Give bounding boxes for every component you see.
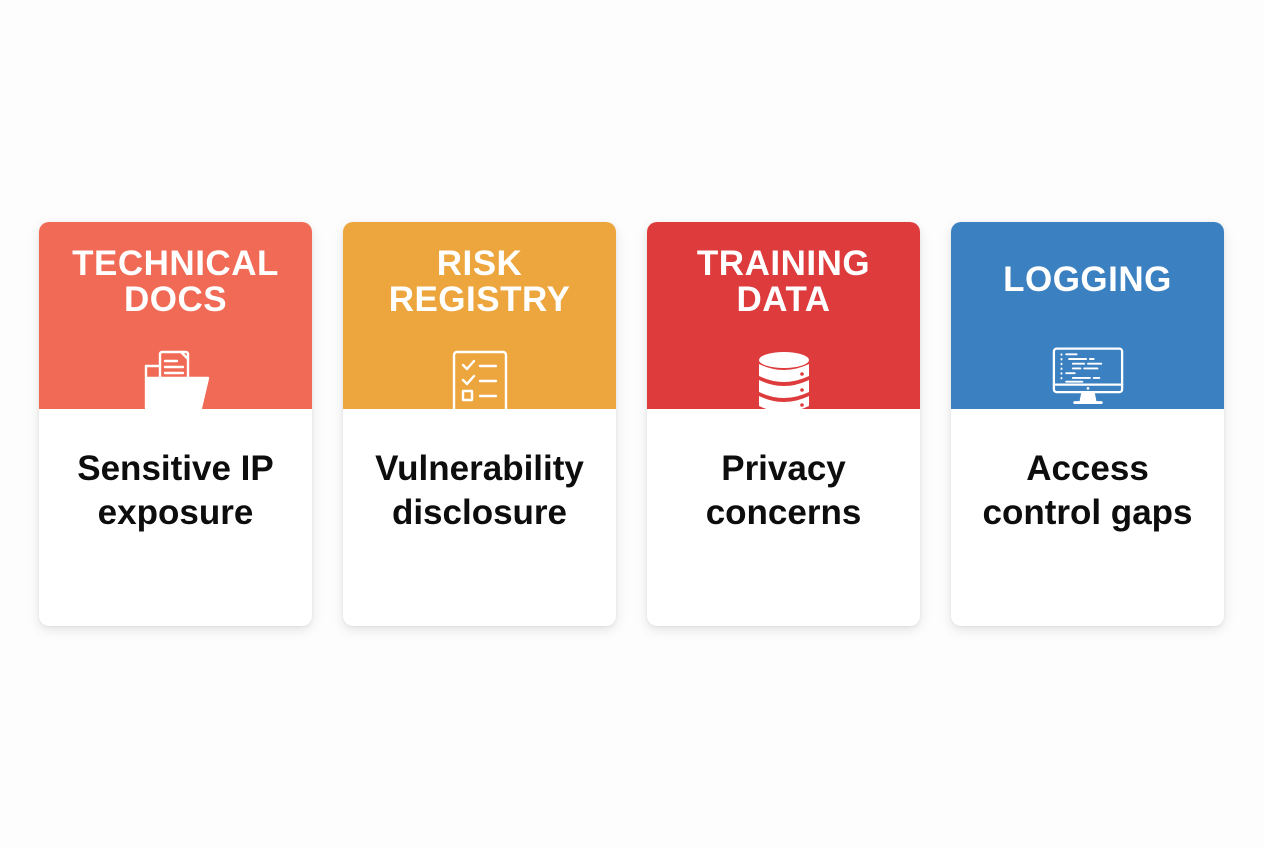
card-title: TRAINING DATA [696, 244, 871, 319]
risk-label: Privacy concerns [705, 449, 862, 532]
monitor-code-icon [1052, 345, 1124, 409]
folder-document-icon [140, 350, 212, 416]
card-technical-docs: TECHNICAL DOCS Sensitive IP exposu [39, 222, 312, 626]
card-title: RISK REGISTRY [388, 244, 571, 319]
card-title: LOGGING [1003, 259, 1172, 299]
risk-label: Vulnerability disclosure [375, 449, 584, 532]
card-header: LOGGING [951, 222, 1224, 409]
checklist-icon [444, 350, 516, 416]
risk-label: Sensitive IP exposure [77, 449, 274, 532]
card-header: RISK REGISTRY [343, 222, 616, 416]
card-header: TECHNICAL DOCS [39, 222, 312, 414]
risk-cards-row: TECHNICAL DOCS Sensitive IP exposu [39, 222, 1224, 626]
card-body: Vulnerability disclosure [343, 409, 616, 626]
card-title: TECHNICAL DOCS [72, 244, 279, 319]
card-body: Access control gaps [951, 409, 1224, 626]
database-icon [748, 350, 820, 416]
card-body: Sensitive IP exposure [39, 409, 312, 626]
card-risk-registry: RISK REGISTRY Vulnerability disclosure [343, 222, 616, 626]
card-logging: LOGGING [951, 222, 1224, 626]
card-training-data: TRAINING DATA [647, 222, 920, 626]
card-body: Privacy concerns [647, 409, 920, 626]
risk-label: Access control gaps [982, 449, 1193, 532]
card-header: TRAINING DATA [647, 222, 920, 412]
